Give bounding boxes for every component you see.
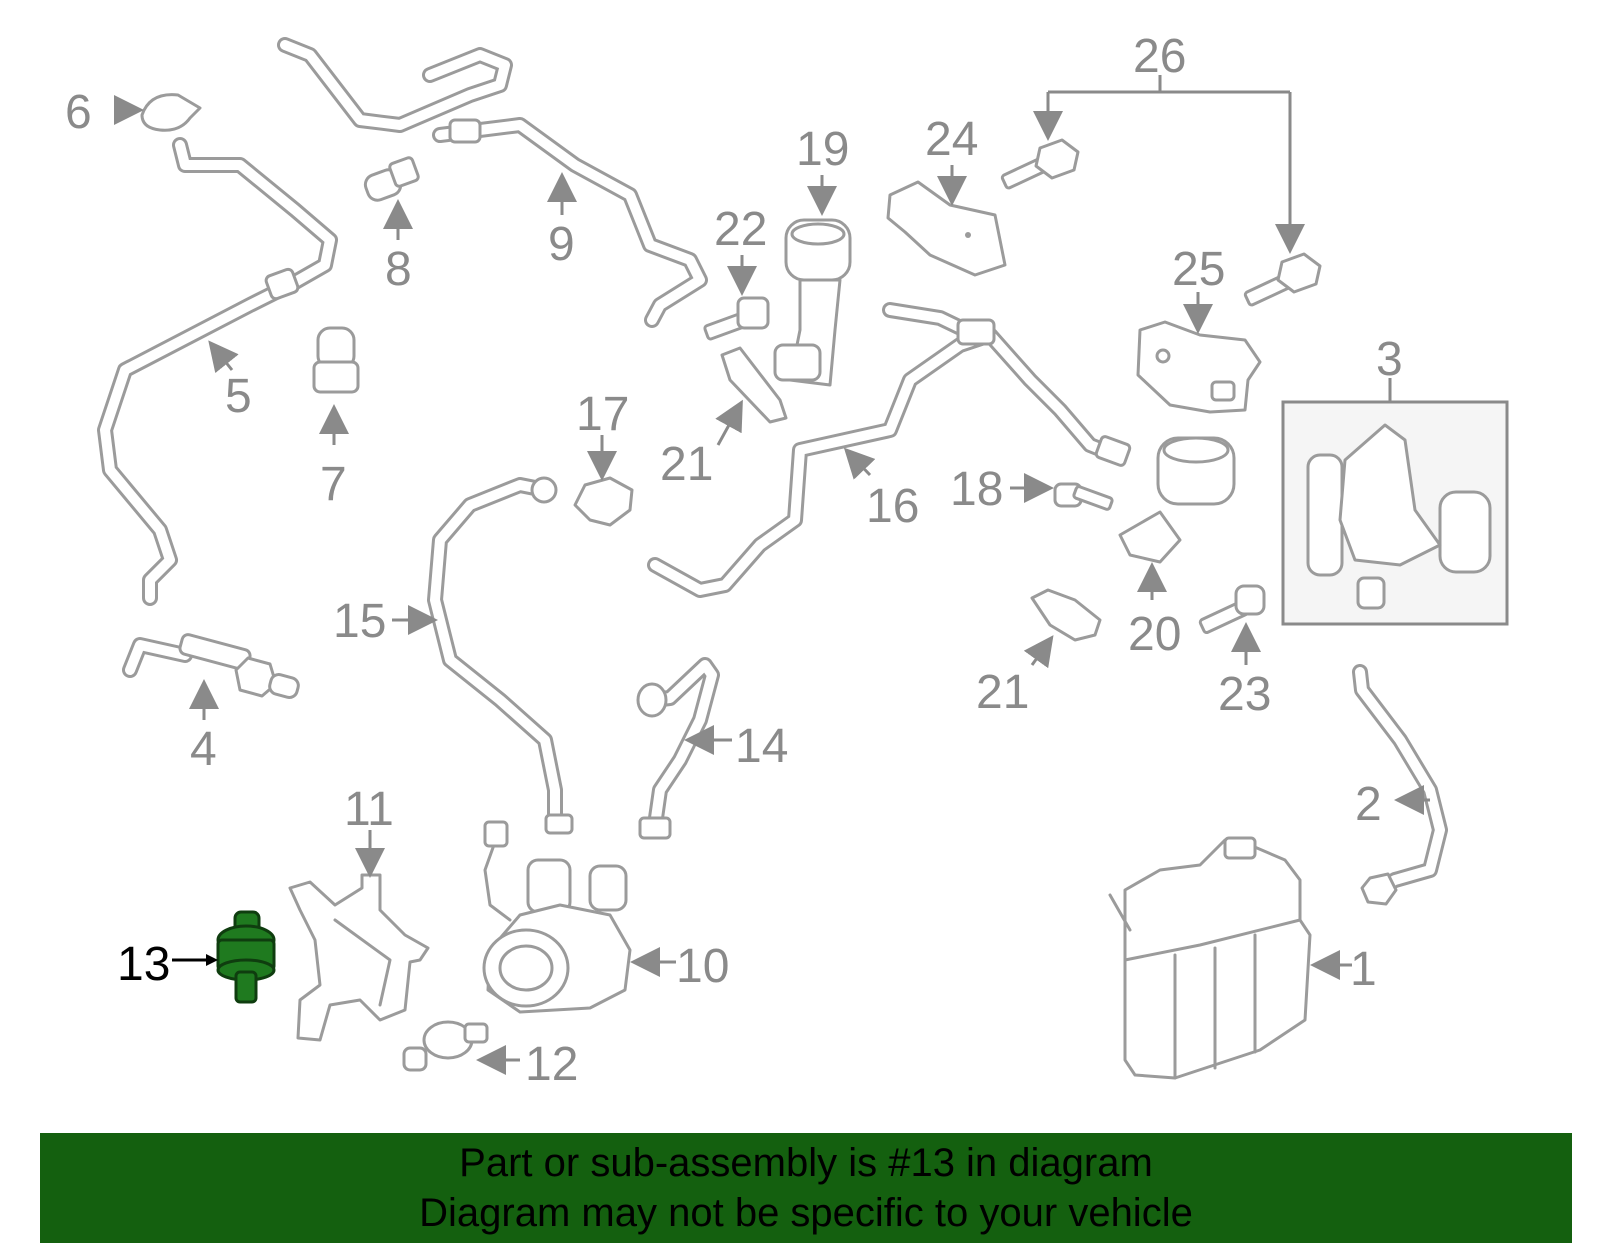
part-26-bolts[interactable] — [1000, 138, 1322, 307]
part-8-fitting[interactable] — [363, 156, 420, 203]
part-15-hose[interactable] — [427, 476, 574, 835]
part-5-pipe[interactable] — [97, 137, 338, 606]
part-25-bracket[interactable] — [1136, 320, 1262, 414]
footer-line-2: Diagram may not be specific to your vehi… — [419, 1191, 1193, 1235]
callout-11: 11 — [344, 783, 394, 836]
part-16-hose[interactable] — [647, 302, 1132, 598]
callout-4: 4 — [190, 723, 217, 776]
leader-16 — [843, 447, 876, 480]
leader-5 — [208, 340, 239, 374]
callout-14: 14 — [735, 720, 788, 773]
footer-line-1: Part or sub-assembly is #13 in diagram — [459, 1141, 1153, 1185]
part-7-sensor[interactable] — [312, 326, 360, 394]
part-1-canister[interactable] — [1108, 836, 1312, 1080]
callout-20: 20 — [1128, 608, 1181, 661]
part-11-bracket[interactable] — [288, 873, 430, 1042]
callout-21a: 21 — [660, 438, 713, 491]
part-6-cap[interactable] — [140, 93, 202, 132]
part-10-pump[interactable] — [482, 820, 632, 1014]
callout-3: 3 — [1376, 333, 1403, 386]
callout-23: 23 — [1218, 668, 1271, 721]
part-21-gasket-b[interactable] — [1030, 588, 1102, 642]
callout-17: 17 — [576, 388, 629, 441]
callout-25: 25 — [1172, 243, 1225, 296]
callout-1: 1 — [1350, 943, 1377, 996]
callout-9: 9 — [548, 218, 575, 271]
leader-13-arrowhead — [206, 954, 218, 966]
callout-21b: 21 — [976, 666, 1029, 719]
callout-7: 7 — [320, 458, 347, 511]
callout-26: 26 — [1133, 30, 1186, 83]
callout-22: 22 — [714, 203, 767, 256]
part-14-hose[interactable] — [636, 657, 720, 840]
leader-21b — [1023, 635, 1054, 669]
part-4-sensor[interactable] — [122, 633, 300, 699]
part-2-hose[interactable] — [1352, 664, 1448, 906]
callout-13: 13 — [117, 938, 170, 991]
part-13-highlighted[interactable] — [216, 910, 276, 1004]
callout-24: 24 — [925, 113, 978, 166]
part-3-assembly[interactable] — [1306, 423, 1492, 610]
callout-18: 18 — [950, 463, 1003, 516]
callout-6: 6 — [65, 86, 92, 139]
callout-10: 10 — [676, 940, 729, 993]
part-22-bolt[interactable] — [703, 296, 770, 341]
callout-8: 8 — [385, 243, 412, 296]
part-17-clip[interactable] — [573, 476, 634, 527]
footer-banner: Part or sub-assembly is #13 in diagram D… — [40, 1133, 1572, 1243]
part-24-bracket[interactable] — [886, 180, 1007, 277]
callout-19: 19 — [796, 123, 849, 176]
part-18-bolt[interactable] — [1053, 482, 1114, 511]
callout-5: 5 — [225, 370, 252, 423]
callout-15: 15 — [333, 595, 386, 648]
part-20-valve[interactable] — [1118, 436, 1236, 564]
part-19-valve[interactable] — [773, 218, 852, 387]
leader-21a — [715, 399, 743, 446]
callout-16: 16 — [866, 480, 919, 533]
part-12-sensor[interactable] — [402, 1020, 489, 1072]
part-21-gasket-a[interactable] — [720, 346, 788, 424]
part-9-hose[interactable] — [277, 37, 708, 328]
callout-12: 12 — [525, 1038, 578, 1091]
part-23-bolt[interactable] — [1198, 584, 1266, 635]
callout-2: 2 — [1355, 778, 1382, 831]
